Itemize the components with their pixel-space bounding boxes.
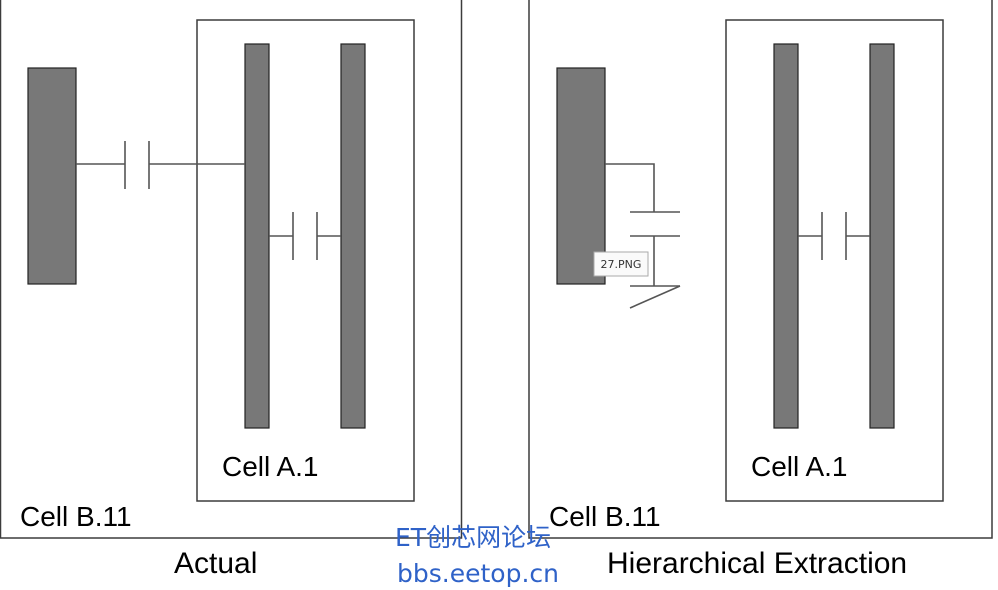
right-inner-cell-boundary [725, 19, 944, 502]
right-caption: Hierarchical Extraction [607, 547, 907, 580]
right-inner-capacitor [798, 212, 870, 260]
left-inner-cell-boundary [196, 19, 415, 502]
left-inner-wire-2 [340, 43, 366, 429]
right-inner-wire-1 [773, 43, 799, 429]
left-panel-actual: Cell A.1 Cell B.11 Actual [0, 0, 463, 580]
right-outer-cell-label: Cell B.11 [549, 501, 661, 532]
image-tooltip: 27.PNG [593, 251, 649, 277]
left-cross-hierarchy-capacitor [76, 141, 245, 189]
left-outer-cell-label: Cell B.11 [20, 501, 132, 532]
right-ground-capacitor [605, 163, 681, 309]
image-tooltip-text: 27.PNG [601, 258, 642, 271]
left-outer-wire [27, 67, 77, 285]
left-inner-cell-label: Cell A.1 [222, 451, 319, 482]
watermark-line1: ET创芯网论坛 [395, 523, 551, 552]
left-inner-wire-1 [244, 43, 270, 429]
watermark: ET创芯网论坛 bbs.eetop.cn [395, 523, 559, 588]
right-inner-wire-2 [869, 43, 895, 429]
left-inner-capacitor [269, 212, 341, 260]
right-outer-wire [556, 67, 606, 285]
watermark-line2: bbs.eetop.cn [397, 559, 559, 588]
right-panel-hierarchical-extraction: 27.PNG Cell A.1 Cell B.11 Hierarchical E… [528, 0, 993, 580]
left-caption: Actual [174, 547, 257, 580]
right-inner-cell-label: Cell A.1 [751, 451, 848, 482]
right-outer-cell-boundary [528, 0, 993, 539]
left-outer-cell-boundary [0, 0, 463, 539]
